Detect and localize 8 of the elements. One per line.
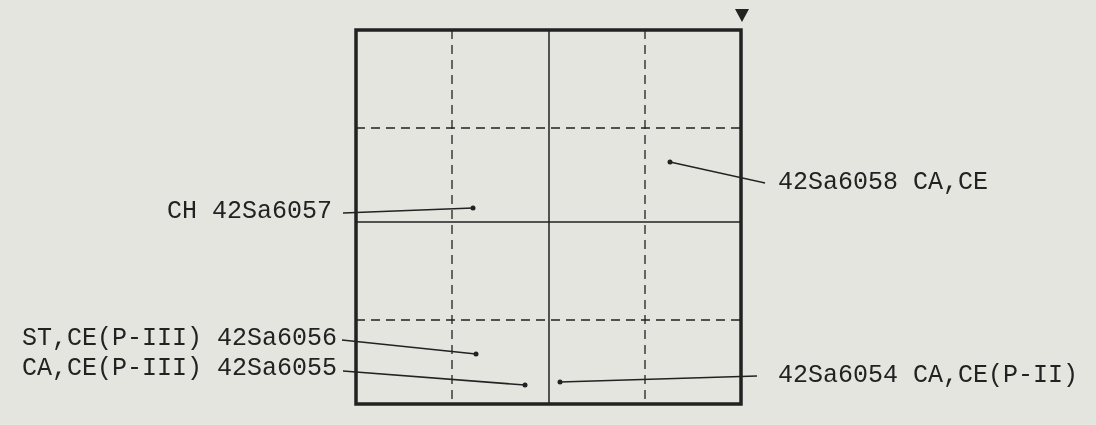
site-label: ST,CE(P-III) 42Sa6056 xyxy=(21,325,337,353)
site-label: 42Sa6058 CA,CE xyxy=(778,169,989,197)
site-label: CA,CE(P-III) 42Sa6055 xyxy=(21,355,337,383)
leader-line xyxy=(667,159,766,184)
site-label: CH 42Sa6057 xyxy=(166,198,332,226)
leader-line xyxy=(342,205,476,214)
site-label: 42Sa6054 CA,CE(P-II) xyxy=(778,362,1079,390)
leader-line xyxy=(557,375,758,385)
